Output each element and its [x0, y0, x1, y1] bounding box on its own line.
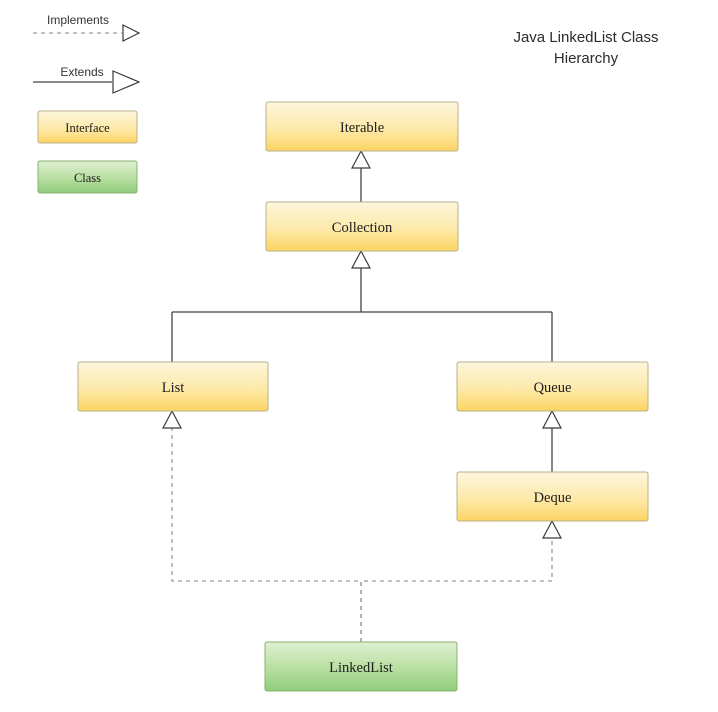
legend-extends-label: Extends — [60, 65, 103, 79]
legend-interface-label: Interface — [65, 121, 110, 135]
node-list-box[interactable] — [77, 361, 269, 412]
node-iterable-label: Iterable — [340, 120, 384, 136]
legend-interface-box — [37, 110, 138, 144]
edge-linkedlist-to-deque-line — [360, 538, 553, 642]
legend-extends-arrowhead-icon — [112, 70, 141, 94]
edge-deque-to-queue — [542, 409, 562, 472]
legend-implements: Implements — [33, 13, 141, 42]
page-title-line1: Java LinkedList Class — [513, 29, 658, 46]
page-title: Java LinkedList Class Hierarchy — [513, 29, 658, 67]
node-queue[interactable]: Queue — [456, 361, 649, 412]
legend-class-label: Class — [74, 171, 101, 185]
edge-linkedlist-to-deque — [360, 519, 562, 642]
legend-class-swatch: Class — [37, 160, 138, 194]
edge-linkedlist-to-list-arrowhead-icon — [162, 409, 182, 429]
node-linkedlist[interactable]: LinkedList — [264, 641, 458, 692]
edge-collection-branch-line — [171, 268, 553, 362]
node-collection[interactable]: Collection — [265, 201, 459, 252]
node-list[interactable]: List — [77, 361, 269, 412]
edge-collection-to-iterable — [351, 149, 371, 202]
node-collection-label: Collection — [332, 220, 393, 236]
node-deque-box[interactable] — [456, 471, 649, 522]
node-iterable[interactable]: Iterable — [265, 101, 459, 152]
node-linkedlist-box[interactable] — [264, 641, 458, 692]
node-deque-label: Deque — [534, 490, 572, 506]
edge-linkedlist-to-list — [162, 409, 362, 642]
edge-deque-to-queue-arrowhead-icon — [542, 409, 562, 429]
node-collection-box[interactable] — [265, 201, 459, 252]
node-iterable-box[interactable] — [265, 101, 459, 152]
legend-implements-label: Implements — [47, 13, 109, 27]
node-deque[interactable]: Deque — [456, 471, 649, 522]
node-queue-box[interactable] — [456, 361, 649, 412]
legend-class-box — [37, 160, 138, 194]
edge-collection-branch — [171, 249, 553, 362]
legend: Implements Extends Interface Class — [33, 13, 141, 194]
node-queue-label: Queue — [534, 380, 572, 396]
edge-linkedlist-to-deque-arrowhead-icon — [542, 519, 562, 539]
page-title-line2: Hierarchy — [554, 50, 619, 67]
edge-collection-to-iterable-arrowhead-icon — [351, 149, 371, 169]
node-linkedlist-label: LinkedList — [329, 660, 393, 676]
legend-extends: Extends — [33, 65, 141, 94]
node-list-label: List — [162, 380, 185, 396]
legend-implements-arrowhead-icon — [122, 24, 141, 42]
legend-interface-swatch: Interface — [37, 110, 138, 144]
edge-linkedlist-to-list-line — [171, 428, 362, 642]
